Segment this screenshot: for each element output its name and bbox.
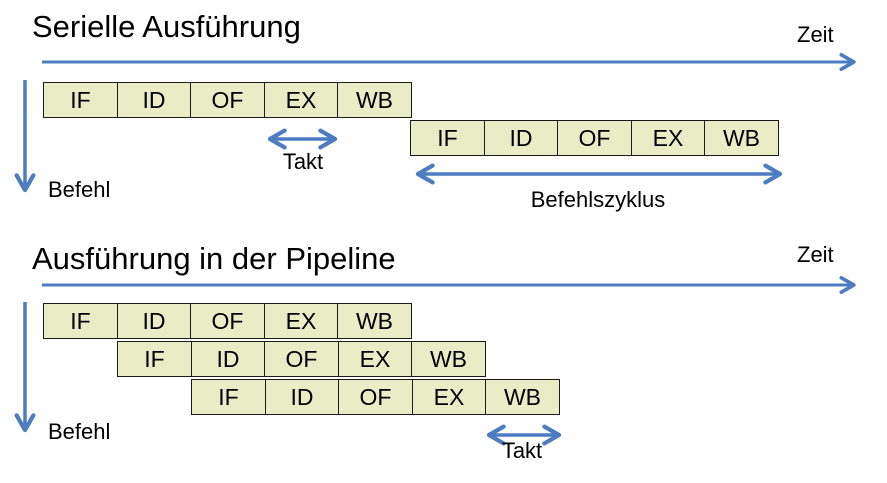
befehl-label-pipeline: Befehl	[48, 419, 111, 444]
stage-cell-ex: EX	[263, 82, 339, 118]
stage-cell-id: ID	[116, 303, 192, 339]
serial-instruction-2-row: IF ID OF EX WB	[410, 120, 779, 156]
stage-cell-ex: EX	[337, 341, 413, 377]
zeit-label-serial: Zeit	[797, 22, 834, 47]
takt-label-serial: Takt	[282, 149, 324, 174]
stage-cell-of: OF	[557, 120, 632, 156]
stage-cell-wb: WB	[411, 341, 486, 377]
stage-cell-if: IF	[191, 379, 266, 415]
stage-cell-ex: EX	[411, 379, 487, 415]
stage-cell-if: IF	[43, 303, 118, 339]
stage-cell-id: ID	[116, 82, 192, 118]
stage-cell-wb: WB	[337, 82, 412, 118]
pipeline-instruction-2-row: IF ID OF EX WB	[117, 341, 486, 377]
stage-cell-id: ID	[264, 379, 340, 415]
befehlszyklus-label: Befehlszyklus	[530, 187, 666, 212]
takt-label-pipeline: Takt	[501, 438, 543, 463]
pipeline-instruction-1-row: IF ID OF EX WB	[43, 303, 412, 339]
section-pipeline-title: Ausführung in der Pipeline	[32, 241, 396, 276]
stage-cell-of: OF	[190, 82, 265, 118]
stage-cell-id: ID	[483, 120, 559, 156]
zeit-label-pipeline: Zeit	[797, 242, 834, 267]
stage-cell-if: IF	[117, 341, 192, 377]
stage-cell-wb: WB	[704, 120, 779, 156]
serial-instruction-1-row: IF ID OF EX WB	[43, 82, 412, 118]
stage-cell-if: IF	[410, 120, 485, 156]
stage-cell-wb: WB	[337, 303, 412, 339]
befehl-label-serial: Befehl	[48, 177, 111, 202]
stage-cell-if: IF	[43, 82, 118, 118]
stage-cell-of: OF	[338, 379, 413, 415]
stage-cell-id: ID	[190, 341, 266, 377]
stage-cell-of: OF	[190, 303, 265, 339]
section-serial-title: Serielle Ausführung	[32, 9, 301, 44]
pipeline-instruction-3-row: IF ID OF EX WB	[191, 379, 560, 415]
stage-cell-ex: EX	[630, 120, 706, 156]
stage-cell-wb: WB	[485, 379, 560, 415]
stage-cell-ex: EX	[263, 303, 339, 339]
stage-cell-of: OF	[264, 341, 339, 377]
